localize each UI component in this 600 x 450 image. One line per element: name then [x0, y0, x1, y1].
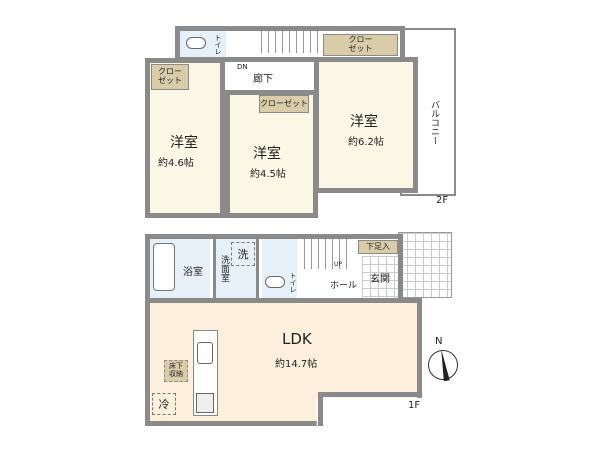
hall-1f-label: ホール	[330, 281, 358, 291]
toilet-1f-label: トイレ	[289, 272, 297, 293]
room-4-6-size: 約4.6帖	[158, 158, 194, 169]
stairs-1f	[298, 239, 353, 269]
washroom-label: 洗面室	[219, 255, 229, 282]
stove-icon	[196, 393, 214, 413]
floor-storage: 床下収納	[164, 360, 188, 382]
fridge-space: 冷	[152, 393, 176, 415]
bathtub-icon	[153, 243, 175, 291]
toilet-1f	[262, 239, 297, 299]
sink-icon	[197, 342, 213, 364]
closet-room-4-6: クロー ゼット	[151, 64, 189, 90]
closet-2f-top: クロー ゼット	[323, 34, 398, 56]
room-4-5-name: 洋室	[253, 146, 281, 162]
ldk-size: 約14.7帖	[275, 359, 318, 370]
compass-north-label: N	[435, 336, 443, 347]
room-6-2-size: 約6.2帖	[348, 137, 384, 148]
compass-needle-icon	[438, 348, 450, 382]
toilet-2f-label: トイレ	[214, 34, 222, 55]
entrance	[362, 256, 398, 298]
ldk-bottom-wall	[318, 392, 422, 397]
laundry-area: 洗	[231, 242, 255, 266]
room-6-2	[314, 57, 418, 193]
washroom	[213, 239, 259, 299]
floor-1-label: 1F	[408, 400, 421, 411]
ldk-notch-wall	[318, 392, 323, 426]
stairs-up-label: UP	[334, 261, 343, 268]
entrance-label: 玄関	[370, 274, 390, 285]
north-compass	[428, 348, 458, 382]
floor-2-label: 2F	[436, 195, 449, 206]
ldk	[145, 298, 422, 426]
porch	[398, 232, 452, 298]
stairs-2f	[255, 31, 319, 53]
shoe-storage: 下足入	[358, 240, 398, 254]
toilet-icon	[186, 37, 206, 49]
room-4-5-size: 約4.5帖	[250, 169, 286, 180]
balcony-label: バルコニー	[429, 100, 439, 145]
room-4-6-name: 洋室	[170, 135, 198, 151]
stairs-dn-label: DN	[237, 63, 248, 71]
toilet-icon	[265, 276, 285, 288]
ldk-name: LDK	[282, 330, 312, 348]
room-6-2-name: 洋室	[350, 114, 378, 130]
closet-room-4-5: クローゼット	[259, 95, 309, 113]
bathroom-label: 浴室	[183, 267, 203, 278]
hallway-label: 廊下	[253, 74, 273, 85]
